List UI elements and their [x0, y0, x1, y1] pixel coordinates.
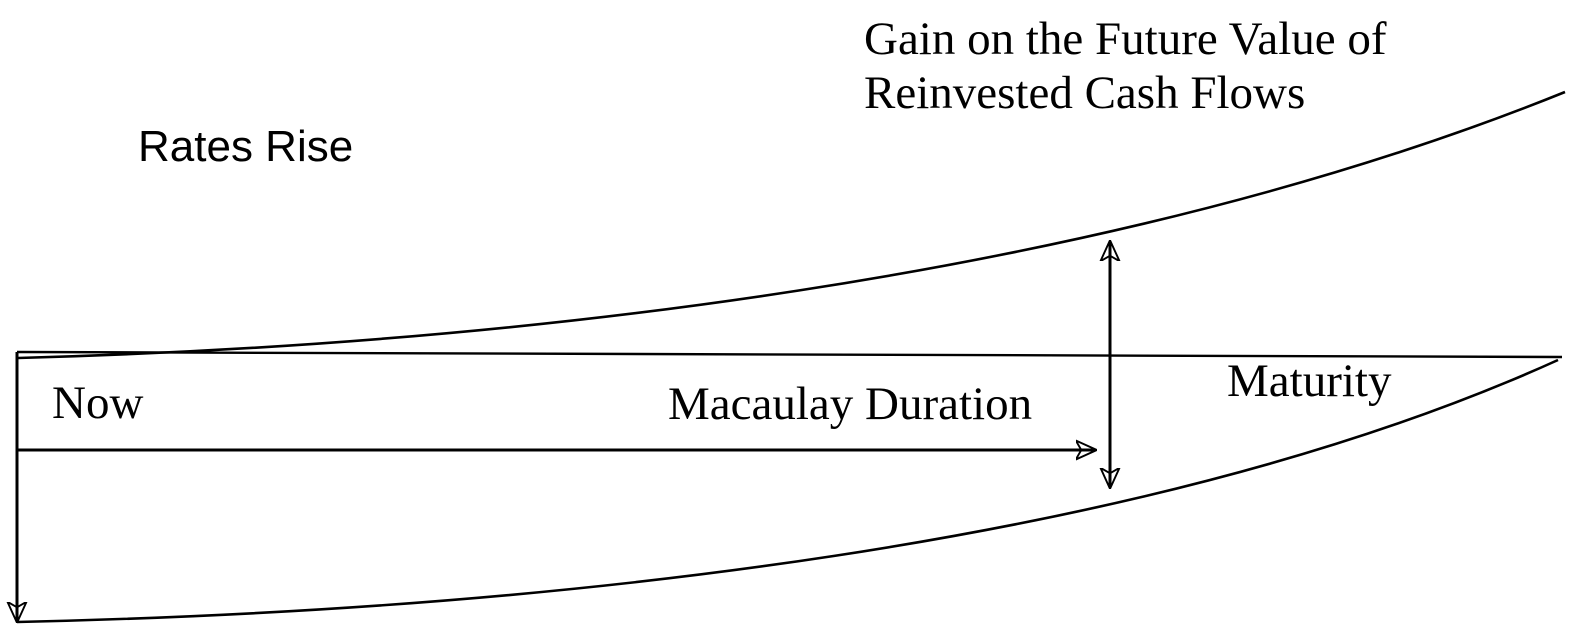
gain-label-line1: Gain on the Future Value of	[864, 13, 1387, 65]
now-label: Now	[52, 377, 144, 429]
rates-rise-label: Rates Rise	[138, 122, 354, 171]
price-recovery-curve	[16, 358, 1559, 624]
gain-label-line2: Reinvested Cash Flows	[864, 67, 1306, 119]
gain-on-reinvested-cash-flows-label: Gain on the Future Value of Reinvested C…	[864, 12, 1387, 120]
maturity-label: Maturity	[1227, 355, 1392, 407]
reinvested-cash-flow-gain-curve	[17, 90, 1566, 360]
time-baseline	[16, 350, 1563, 359]
macaulay-duration-label: Macaulay Duration	[668, 378, 1033, 430]
